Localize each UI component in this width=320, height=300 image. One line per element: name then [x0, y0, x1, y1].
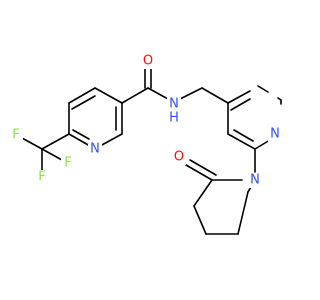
- bond: [68, 87, 96, 104]
- bond: [99, 133, 123, 147]
- bond: [230, 98, 251, 111]
- bond: [227, 90, 251, 104]
- bond: [68, 133, 91, 147]
- bond: [72, 129, 90, 140]
- amide-oxygen: O: [141, 54, 155, 69]
- bond: [233, 129, 254, 142]
- bond: [179, 87, 203, 100]
- atom-label: O: [174, 150, 184, 165]
- right-ring-nitrogen: N: [268, 127, 282, 142]
- bond: [41, 133, 70, 150]
- bond: [185, 164, 213, 181]
- bond: [94, 87, 123, 104]
- fluorine-1: F: [9, 128, 23, 143]
- atom-label: N: [250, 173, 260, 188]
- bond: [71, 95, 96, 110]
- left-ring-nitrogen: N: [88, 142, 102, 157]
- bond: [227, 133, 256, 150]
- bond: [257, 85, 269, 93]
- lactam-nitrogen: N: [248, 173, 262, 188]
- atom-label: N: [90, 142, 100, 157]
- bond: [201, 87, 229, 104]
- lactam-oxygen: O: [172, 150, 186, 165]
- atom-label: F: [38, 170, 45, 185]
- atom-label: N: [169, 97, 179, 112]
- bond: [237, 191, 249, 235]
- amide-nitrogen: N H: [167, 97, 181, 126]
- structure-diagram: O N H N N N O F F: [9, 53, 282, 235]
- fluorine-3: F: [61, 156, 75, 171]
- bond: [21, 137, 43, 150]
- bond: [254, 139, 271, 150]
- bond: [41, 148, 63, 161]
- atom-label: H: [169, 111, 179, 126]
- bond: [189, 159, 217, 176]
- atom-label: F: [12, 128, 19, 143]
- bonds: [21, 67, 282, 235]
- atom-label: F: [64, 156, 71, 171]
- atom-label: N: [270, 127, 280, 142]
- fluorine-2: F: [35, 170, 49, 185]
- bond: [121, 87, 149, 104]
- atom-label: O: [143, 54, 153, 69]
- atom-labels: O N H N N N O F F: [9, 54, 282, 188]
- bond: [193, 205, 207, 235]
- bond: [193, 179, 213, 207]
- bond: [147, 87, 169, 100]
